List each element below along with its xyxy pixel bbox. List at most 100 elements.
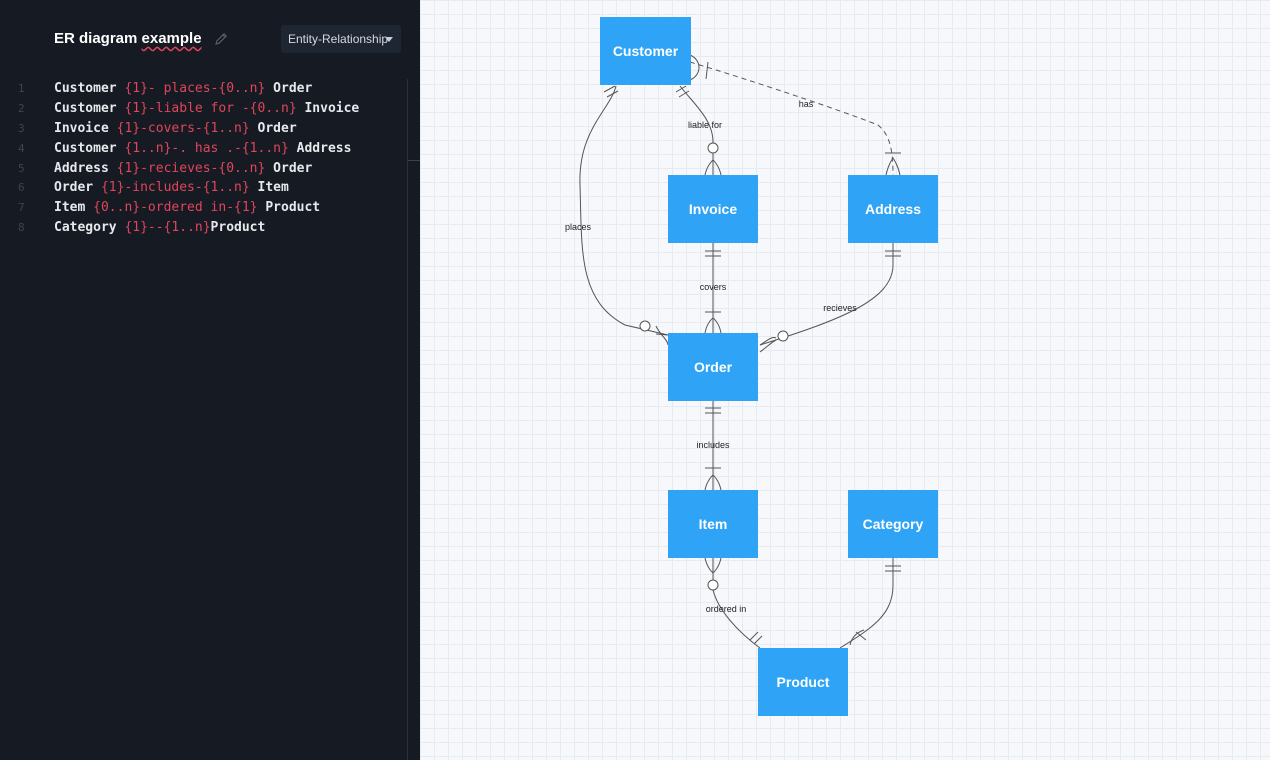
entity-box-address [848, 175, 938, 243]
entity-token: Order [54, 180, 101, 196]
code-line[interactable]: 6 Order {1}-includes-{1..n} Item [0, 178, 407, 198]
code-text: Address {1}-recieves-{0..n} Order [54, 159, 312, 179]
pencil-icon[interactable] [213, 31, 229, 47]
line-number: 4 [18, 141, 25, 155]
code-text: Customer {1..n}-. has .-{1..n} Address [54, 139, 351, 159]
line-number: 5 [18, 161, 25, 175]
code-line[interactable]: 5 Address {1}-recieves-{0..n} Order [0, 159, 407, 179]
entity-label-order: Order [694, 359, 733, 375]
code-text: Customer {1}- places-{0..n} Order [54, 79, 312, 99]
marker-one [675, 85, 690, 98]
relation-token: {1}-includes-{1..n} [100, 180, 250, 196]
marker-one [749, 631, 763, 645]
relationship-label-places: places [565, 222, 592, 232]
entity-label-invoice: Invoice [689, 201, 737, 217]
er-diagram: places liable for has covers recieves include… [565, 17, 938, 716]
code-line[interactable]: 4 Customer {1..n}-. has .-{1..n} Address [0, 139, 407, 159]
entity-label-item: Item [699, 516, 728, 532]
line-number: 3 [18, 121, 25, 135]
relationship-label-recieves: recieves [823, 303, 857, 313]
entity-token: Address [54, 160, 117, 176]
line-number: 1 [18, 82, 25, 95]
entity-token: Item [54, 200, 94, 216]
entity-box-order [668, 333, 758, 401]
entity-token: Customer [54, 81, 125, 96]
code-line[interactable]: 8 Category {1}--{1..n}Product [0, 218, 407, 238]
entity-token: Product [257, 200, 321, 216]
relationship-label-ordered: ordered in [706, 604, 747, 614]
relation-token: {1..n}-. has .-{1..n} [124, 140, 289, 156]
entity-label-customer: Customer [613, 43, 679, 59]
code-line[interactable]: 7 Item {0..n}-ordered in-{1} Product [0, 198, 407, 218]
edge-ordered-in [712, 558, 761, 649]
entity-box-product [758, 648, 848, 716]
line-number: 7 [18, 201, 25, 215]
editor-scrollbar-thumb[interactable] [408, 160, 420, 161]
edge-liable-for [679, 85, 714, 175]
edge-has [689, 61, 894, 176]
marker-many [704, 557, 722, 574]
diagram-canvas[interactable]: places liable for has covers recieves include… [420, 0, 1270, 760]
entity-token: Address [288, 140, 352, 156]
entity-token: Invoice [296, 100, 360, 116]
marker-one-many [689, 54, 709, 81]
marker-zero [639, 320, 651, 332]
code-line[interactable]: 1 Customer {1}- places-{0..n} Order [0, 79, 407, 99]
caret-down-icon [385, 37, 393, 42]
entity-token: Order [265, 160, 313, 176]
title-underlined: example [141, 30, 202, 47]
marker-zero [777, 330, 789, 342]
code-text: Item {0..n}-ordered in-{1} Product [54, 198, 320, 218]
relationship-label-covers: covers [700, 282, 727, 292]
marker-zero [707, 142, 719, 154]
marker-many [759, 337, 777, 353]
edge-recieves [759, 243, 894, 346]
edge-places [579, 85, 669, 336]
diagram-type-label: Entity-Relationship [288, 32, 389, 46]
marker-one-many [849, 629, 867, 646]
marker-many [655, 325, 669, 346]
entity-token: Order [249, 120, 297, 136]
code-text: Category {1}--{1..n}Product [54, 218, 265, 238]
marker-one-many [885, 152, 901, 176]
relationship-label-includes: includes [696, 440, 730, 450]
relation-token: {1}- places-{0..n} [124, 81, 266, 96]
code-editor-panel: ER diagram example Entity-Relationship 1… [0, 0, 420, 760]
relationship-label-liable: liable for [688, 120, 722, 130]
entity-label-category: Category [863, 516, 924, 532]
entity-token: Customer [54, 100, 125, 116]
relation-token: {1}-recieves-{0..n} [116, 160, 266, 176]
code-line[interactable]: 2 Customer {1}-liable for -{0..n} Invoice [0, 99, 407, 119]
entity-box-customer [600, 17, 691, 85]
marker-many [704, 159, 722, 176]
entity-box-invoice [668, 175, 758, 243]
entity-token: Item [249, 180, 289, 196]
line-number: 8 [18, 221, 25, 235]
marker-zero [707, 579, 719, 591]
marker-one-many [704, 467, 722, 491]
entity-box-item [668, 490, 758, 558]
entity-token: Invoice [54, 120, 117, 136]
line-number: 6 [18, 181, 25, 195]
relation-token: {1}--{1..n} [124, 220, 211, 236]
code-line[interactable]: 3 Invoice {1}-covers-{1..n} Order [0, 119, 407, 139]
diagram-title[interactable]: ER diagram example [54, 30, 202, 47]
code-text: Order {1}-includes-{1..n} Item [54, 178, 289, 198]
entity-label-address: Address [865, 201, 921, 217]
relation-token: {1}-liable for -{0..n} [124, 100, 297, 116]
diagram-type-select[interactable]: Entity-Relationship [281, 25, 401, 53]
title-plain: ER diagram [54, 30, 142, 47]
marker-one-many [704, 311, 722, 334]
entity-box-category [848, 490, 938, 558]
relation-token: {0..n}-ordered in-{1} [93, 200, 258, 216]
relationship-label-has: has [799, 99, 814, 109]
code-text: Invoice {1}-covers-{1..n} Order [54, 119, 297, 139]
marker-one [603, 85, 619, 98]
entity-token: Order [265, 81, 313, 96]
code-text: Customer {1}-liable for -{0..n} Invoice [54, 99, 359, 119]
entity-token: Category [54, 220, 125, 236]
relation-token: {1}-covers-{1..n} [116, 120, 250, 136]
editor-scrollbar-track[interactable] [407, 79, 408, 760]
line-number: 2 [18, 101, 25, 115]
